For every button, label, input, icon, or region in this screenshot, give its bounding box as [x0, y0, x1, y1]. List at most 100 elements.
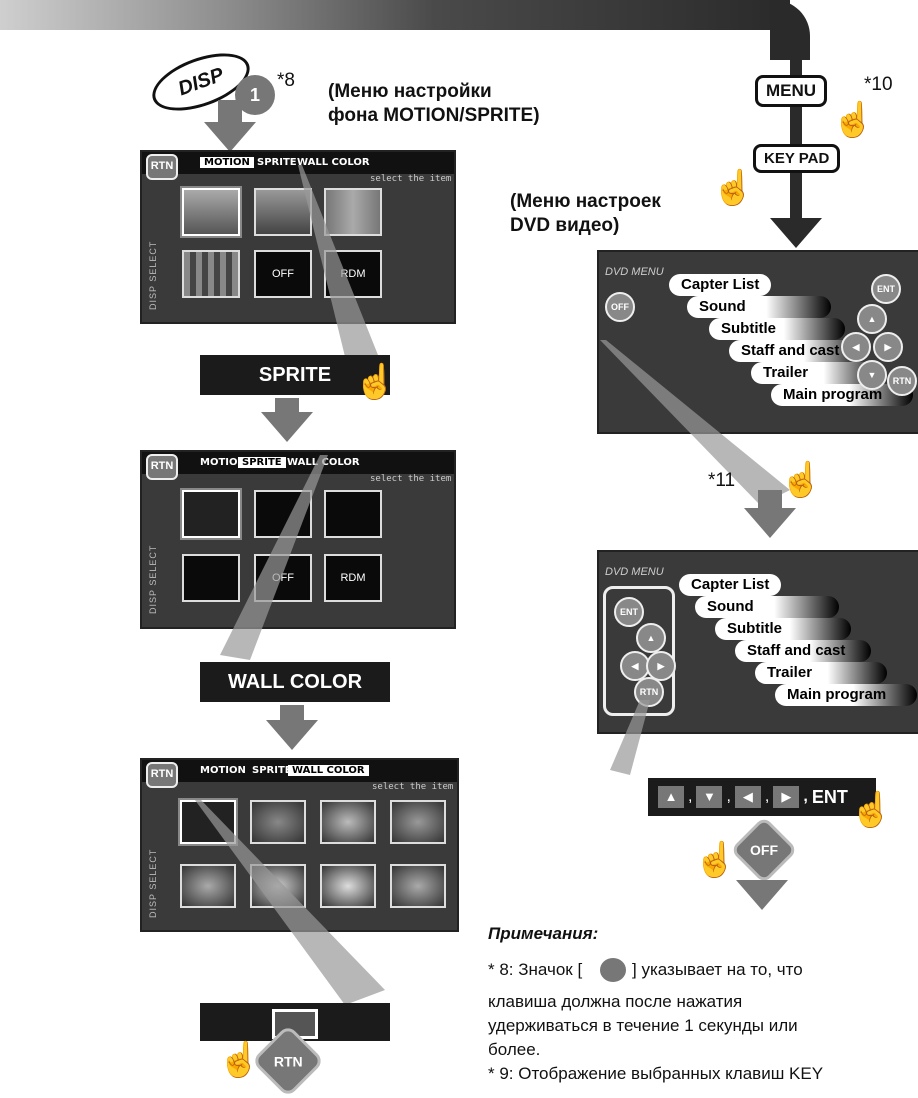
- thumb-color-5[interactable]: [180, 864, 236, 908]
- thumb-sprite-1[interactable]: [182, 490, 240, 538]
- dvd-item-sound[interactable]: Sound: [695, 596, 839, 618]
- arrow-stem: [275, 398, 299, 416]
- thumb-sprite-4[interactable]: [182, 554, 240, 602]
- notes-title: Примечания:: [488, 924, 599, 943]
- arrow-down-icon: [266, 720, 318, 750]
- thumb-off[interactable]: OFF: [254, 250, 312, 298]
- dvd-menu-logo: DVD MENU: [605, 266, 664, 278]
- dvd-menu-logo: DVD MENU: [605, 566, 664, 578]
- thumb-motion-2[interactable]: [254, 188, 312, 236]
- pointer-beam-4: [600, 340, 790, 505]
- sprite-bar[interactable]: SPRITE: [200, 355, 390, 395]
- note-8-line2: клавиша должна после нажатия: [488, 992, 743, 1011]
- ent-button[interactable]: ENT: [871, 274, 901, 304]
- dvd-menu-screen: DVD MENU OFF Capter List Sound Subtitle …: [597, 250, 918, 434]
- hand-pointer-icon: ☝: [218, 1041, 261, 1079]
- note-8-end: ] указывает на то, что: [632, 960, 803, 979]
- pointer-beam-3: [195, 800, 385, 1005]
- hand-pointer-icon: ☝: [850, 791, 893, 829]
- hand-pointer-icon: ☝: [694, 841, 737, 879]
- thumb-motion-1[interactable]: [182, 188, 240, 236]
- wall-color-bar[interactable]: WALL COLOR: [200, 662, 390, 702]
- ent-key[interactable]: ENT: [811, 786, 848, 807]
- thumb-color-2[interactable]: [250, 800, 306, 844]
- dvd-item-staff-and-cast[interactable]: Staff and cast: [729, 340, 865, 362]
- tab-motion[interactable]: MOTION: [200, 457, 246, 468]
- arrow-down-icon: [736, 880, 788, 910]
- thumb-sprite-3[interactable]: [324, 490, 382, 538]
- thumb-motion-4[interactable]: [182, 250, 240, 298]
- arrow-down-icon: [204, 122, 256, 152]
- keypad-key[interactable]: KEY PAD: [753, 144, 841, 173]
- tab-sprite[interactable]: SPRITE: [252, 765, 292, 776]
- right-key[interactable]: ▶: [773, 786, 800, 808]
- dvd-item-main-program[interactable]: Main program: [775, 684, 917, 706]
- key-row-bar: ▲, ▼, ◀, ▶, ENT: [648, 778, 876, 816]
- arrow-down-icon: [261, 412, 313, 442]
- hand-pointer-icon: ☝: [832, 101, 875, 139]
- disp-select-label: DISP SELECT: [148, 848, 158, 918]
- thumb-motion-3[interactable]: [324, 188, 382, 236]
- left-arrow-icon[interactable]: ◀: [841, 332, 871, 362]
- note-9-line1: * 9: Отображение выбранных клавиш KEY: [488, 1064, 824, 1083]
- disp-select-label: DISP SELECT: [148, 240, 158, 310]
- up-arrow-icon[interactable]: ▲: [857, 304, 887, 334]
- thumb-color-7[interactable]: [320, 864, 376, 908]
- disp-key-label: DISP: [175, 63, 227, 100]
- thumb-color-3[interactable]: [320, 800, 376, 844]
- dvd-item-staff-and-cast[interactable]: Staff and cast: [735, 640, 871, 662]
- footnote-10-marker: *10: [864, 74, 893, 95]
- down-arrow-icon[interactable]: ▼: [857, 360, 887, 390]
- dvd-item-trailer[interactable]: Trailer: [755, 662, 887, 684]
- dvd-item-subtitle[interactable]: Subtitle: [715, 618, 851, 640]
- left-key[interactable]: ◀: [734, 786, 761, 808]
- dvd-item-main-program[interactable]: Main program: [771, 384, 913, 406]
- disp-select-label: DISP SELECT: [148, 544, 158, 614]
- arrow-stem: [218, 100, 242, 125]
- left-arrow-icon[interactable]: ◀: [620, 651, 650, 681]
- wall-color-screen: RTN MOTION SPRITE WALL COLOR select the …: [140, 758, 459, 932]
- tab-motion[interactable]: MOTION: [200, 765, 246, 776]
- thumb-color-4[interactable]: [390, 800, 446, 844]
- off-button[interactable]: OFF: [605, 292, 635, 322]
- footnote-11-marker: *11: [708, 470, 736, 491]
- flow-line-right: [790, 40, 802, 220]
- tab-wall-color[interactable]: WALL COLOR: [297, 157, 370, 168]
- down-key[interactable]: ▼: [696, 786, 723, 808]
- rtn-button[interactable]: RTN: [146, 762, 178, 788]
- rtn-button[interactable]: RTN: [887, 366, 917, 396]
- dvd-item-trailer[interactable]: Trailer: [751, 362, 883, 384]
- dvd-item-subtitle[interactable]: Subtitle: [709, 318, 845, 340]
- tab-motion[interactable]: MOTION: [200, 157, 254, 168]
- dvd-item-capter-list[interactable]: Capter List: [669, 274, 772, 296]
- caption-dvd-line2: DVD видео): [510, 215, 620, 236]
- thumb-color-8[interactable]: [390, 864, 446, 908]
- pointer-beam-5: [610, 700, 650, 775]
- hold-digit: 1: [249, 85, 260, 105]
- rtn-button[interactable]: RTN: [146, 154, 178, 180]
- arrow-down-icon: [744, 508, 796, 538]
- dvd-item-sound[interactable]: Sound: [687, 296, 831, 318]
- hand-pointer-icon: ☝: [354, 363, 397, 401]
- tab-sprite[interactable]: SPRITE: [257, 157, 297, 168]
- tab-wall-color[interactable]: WALL COLOR: [288, 765, 369, 776]
- up-key[interactable]: ▲: [658, 786, 684, 808]
- off-key[interactable]: OFF: [730, 816, 798, 884]
- sprite-screen: RTN MOTION SPRITE WALL COLOR select the …: [140, 450, 456, 629]
- tab-sprite[interactable]: SPRITE: [238, 457, 286, 468]
- up-arrow-icon[interactable]: ▲: [636, 623, 666, 653]
- menu-key[interactable]: MENU: [755, 75, 828, 107]
- rtn-button[interactable]: RTN: [146, 454, 178, 480]
- ent-button[interactable]: ENT: [614, 597, 644, 627]
- right-arrow-icon[interactable]: ▶: [646, 651, 676, 681]
- footnote-8-marker: *8: [277, 70, 295, 91]
- hand-pointer-icon: ☝: [780, 461, 823, 499]
- dvd-item-capter-list[interactable]: Capter List: [679, 574, 782, 596]
- thumb-rdm[interactable]: RDM: [324, 554, 382, 602]
- select-hint: select the item: [372, 782, 454, 792]
- arrow-stem: [758, 490, 782, 510]
- motion-screen: RTN MOTION SPRITE WALL COLOR select the …: [140, 150, 456, 324]
- right-arrow-icon[interactable]: ▶: [873, 332, 903, 362]
- caption-dvd-line1: (Меню настроек: [510, 191, 661, 212]
- pointer-beam-2: [220, 455, 328, 660]
